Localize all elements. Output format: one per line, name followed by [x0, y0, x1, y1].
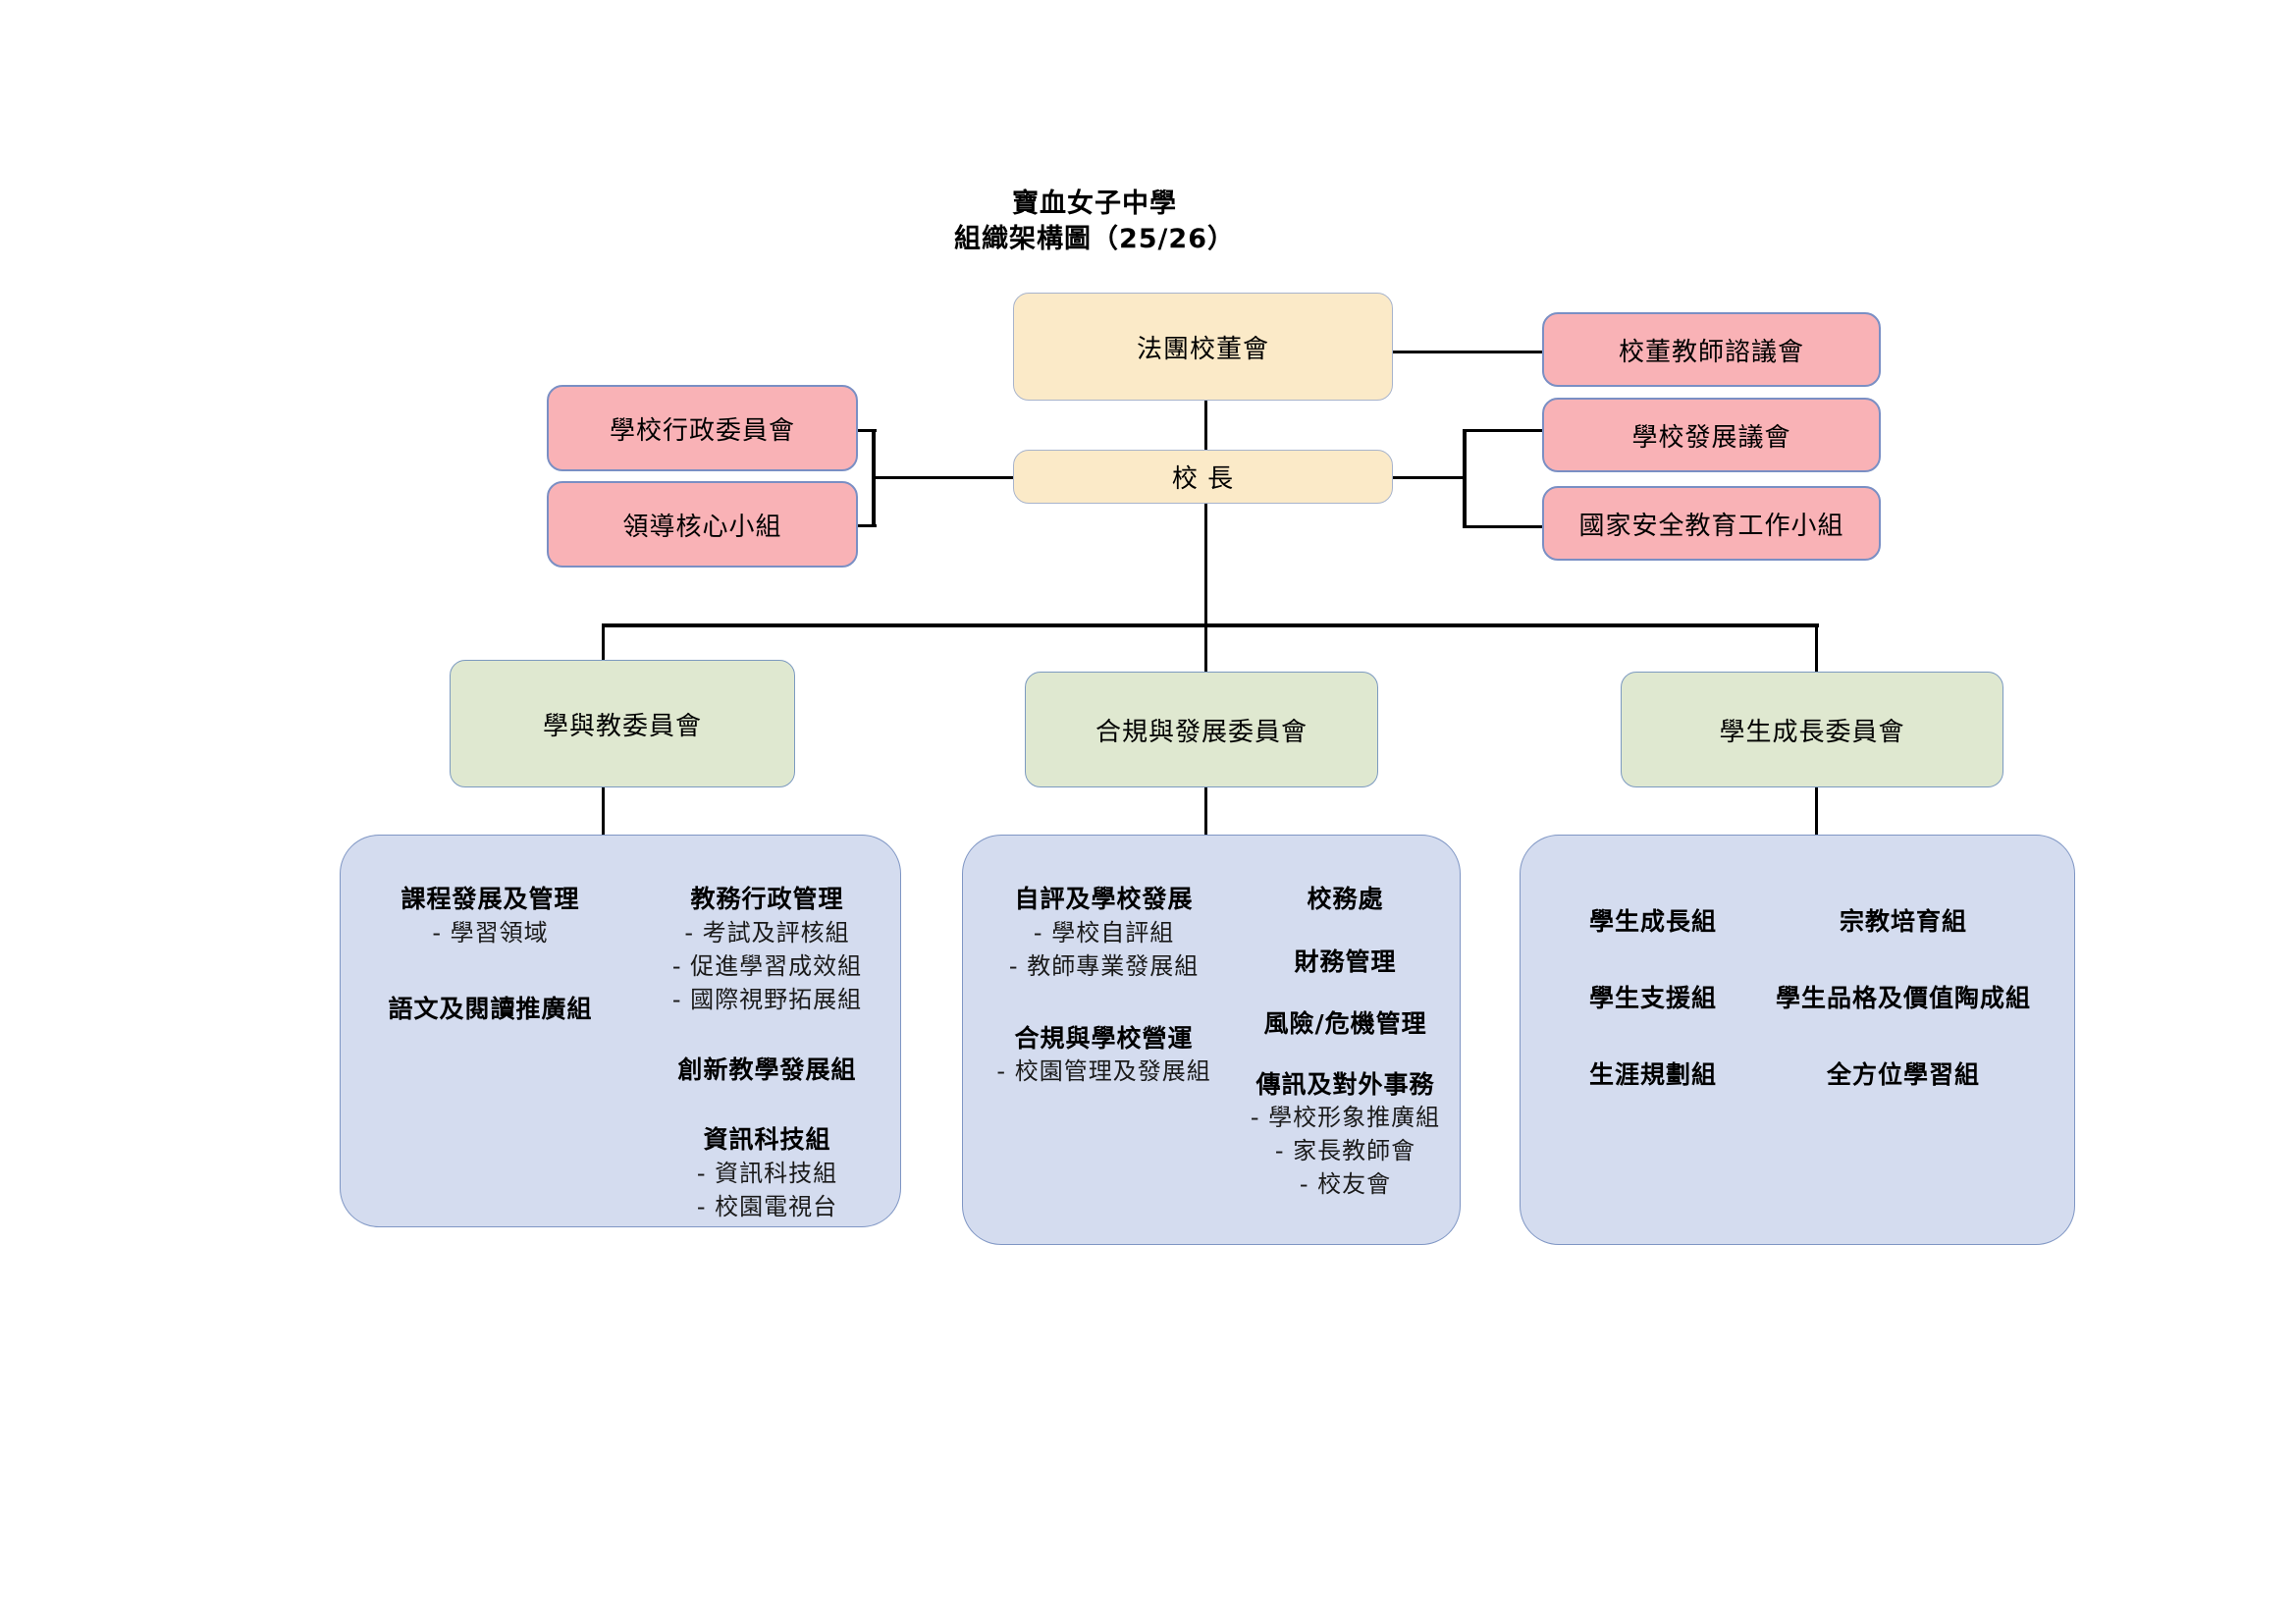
group-item: - 學校自評組 [1033, 918, 1175, 947]
group-academic-administration: 教務行政管理 - 考試及評核組 - 促進學習成效組 - 國際視野拓展組 [634, 883, 900, 1016]
group-title: 自評及學校發展 [1014, 885, 1194, 913]
group-item: - 家長教師會 [1274, 1137, 1416, 1165]
panel-column: 教務行政管理 - 考試及評核組 - 促進學習成效組 - 國際視野拓展組 創新教學… [620, 836, 900, 1226]
group-title: 資訊科技組 [703, 1125, 831, 1155]
node-label: 領導核心小組 [622, 512, 782, 542]
group-language-reading: 語文及閱讀推廣組 [360, 993, 620, 1026]
group-title: 課程發展及管理 [400, 885, 580, 913]
group-item: - 國際視野拓展組 [671, 985, 863, 1013]
node-label: 法團校董會 [1136, 334, 1269, 364]
connector-principal-to-bus [1204, 503, 1207, 625]
group-title: 教務行政管理 [690, 885, 844, 913]
node-school-administration-committee[interactable]: 學校行政委員會 [547, 385, 858, 471]
connector-committee3-to-panel3 [1815, 785, 1818, 837]
node-school-development-council[interactable]: 學校發展議會 [1542, 398, 1881, 472]
node-label: 學與教委員會 [542, 711, 702, 741]
group-item: - 教師專業發展組 [1008, 951, 1200, 980]
node-label: 國家安全教育工作小組 [1578, 511, 1844, 541]
group-title: 傳訊及對外事務 [1255, 1069, 1435, 1099]
group-compliance-operations: 合規與學校營運 - 校園管理及發展組 [987, 1022, 1221, 1089]
node-committee-compliance-development[interactable]: 合規與發展委員會 [1025, 672, 1378, 787]
node-label: 合規與發展委員會 [1095, 717, 1308, 747]
connector-imc-to-board-teacher [1393, 351, 1542, 353]
connector-left-core-team [857, 524, 877, 527]
node-label: 校董教師諮議會 [1618, 337, 1804, 367]
group-item: - 校友會 [1299, 1170, 1392, 1199]
student-growth-grid: 學生成長組 宗教培育組 學生支援組 學生品格及價值陶成組 生涯規劃組 全方位學習… [1521, 836, 2031, 1091]
node-committee-learning-teaching[interactable]: 學與教委員會 [450, 660, 795, 787]
panel-student-growth[interactable]: 學生成長組 宗教培育組 學生支援組 學生品格及價值陶成組 生涯規劃組 全方位學習… [1520, 835, 2075, 1245]
group-item: - 學校形象推廣組 [1250, 1104, 1441, 1131]
node-principal[interactable]: 校 長 [1013, 450, 1393, 504]
connector-bus-to-committee-2 [1204, 623, 1207, 686]
group-item: - 校園管理及發展組 [996, 1057, 1211, 1086]
connector-committee-bus [602, 623, 1819, 627]
connector-committee1-to-panel1 [602, 785, 605, 837]
group-student-growth-team: 學生成長組 [1589, 907, 1718, 936]
connector-bus-to-committee-1 [602, 623, 605, 677]
panel-column: 課程發展及管理 - 學習領域 語文及閱讀推廣組 [341, 836, 620, 1226]
group-risk-crisis-management: 風險/危機管理 [1263, 1009, 1427, 1038]
node-leadership-core-team[interactable]: 領導核心小組 [547, 481, 858, 568]
node-committee-student-growth[interactable]: 學生成長委員會 [1621, 672, 2003, 787]
group-item: - 促進學習成效組 [671, 951, 863, 980]
node-label: 學校發展議會 [1631, 422, 1791, 453]
connector-left-admin-committee [857, 429, 877, 432]
connector-imc-to-principal [1204, 401, 1207, 471]
group-self-evaluation: 自評及學校發展 - 學校自評組 - 教師專業發展組 [987, 883, 1221, 983]
group-financial-management: 財務管理 [1294, 947, 1397, 976]
panel-compliance-development[interactable]: 自評及學校發展 - 學校自評組 - 教師專業發展組 合規與學校營運 - 校園管理… [962, 835, 1461, 1245]
chart-title-line1: 寶血女子中學 [1012, 189, 1177, 219]
group-student-support-team: 學生支援組 [1589, 984, 1718, 1012]
panel-column: 自評及學校發展 - 學校自評組 - 教師專業發展組 合規與學校營運 - 校園管理… [963, 836, 1221, 1244]
group-school-office: 校務處 [1307, 885, 1384, 913]
node-board-teacher-consultative-council[interactable]: 校董教師諮議會 [1542, 312, 1881, 387]
group-information-technology: 資訊科技組 - 資訊科技組 - 校園電視台 [634, 1123, 900, 1223]
chart-title: 寶血女子中學 組織架構圖（25/26） [888, 187, 1301, 256]
group-item: - 學習領域 [432, 918, 549, 947]
group-title: 合規與學校營運 [1014, 1023, 1194, 1053]
node-label: 校 長 [1171, 464, 1235, 494]
group-title: 語文及閱讀推廣組 [388, 994, 593, 1023]
connector-left-bracket-to-principal [872, 476, 1013, 479]
connector-committee2-to-panel2 [1204, 785, 1207, 837]
group-title: 創新教學發展組 [677, 1055, 857, 1084]
node-incorporated-management-committee[interactable]: 法團校董會 [1013, 293, 1393, 401]
group-curriculum-development: 課程發展及管理 - 學習領域 [360, 883, 620, 949]
connector-bus-to-committee-3 [1815, 623, 1818, 686]
group-communications-external-affairs: 傳訊及對外事務 - 學校形象推廣組 - 家長教師會 - 校友會 [1231, 1068, 1460, 1202]
node-label: 學校行政委員會 [609, 415, 795, 446]
panel-column: 校務處 財務管理 風險/危機管理 傳訊及對外事務 - 學校形象推廣組 - 家長教… [1221, 836, 1460, 1244]
node-national-security-education-working-group[interactable]: 國家安全教育工作小組 [1542, 486, 1881, 561]
group-character-values-formation-team: 學生品格及價值陶成組 [1776, 984, 2032, 1012]
group-religious-formation-team: 宗教培育組 [1840, 907, 1968, 936]
panel-learning-teaching[interactable]: 課程發展及管理 - 學習領域 語文及閱讀推廣組 教務行政管理 - 考試及評核組 … [340, 835, 901, 1227]
chart-title-line2: 組織架構圖（25/26） [953, 223, 1235, 254]
group-career-planning-team: 生涯規劃組 [1589, 1060, 1718, 1089]
node-label: 學生成長委員會 [1719, 717, 1905, 747]
group-item: - 考試及評核組 [684, 918, 850, 947]
group-item: - 校園電視台 [696, 1192, 838, 1220]
group-item: - 資訊科技組 [696, 1159, 838, 1187]
connector-right-school-dev [1463, 429, 1543, 432]
connector-right-national-security [1463, 525, 1543, 528]
connector-right-bracket-to-principal [1393, 476, 1467, 479]
group-life-wide-learning-team: 全方位學習組 [1827, 1060, 1981, 1089]
group-innovative-teaching: 創新教學發展組 [634, 1054, 900, 1087]
